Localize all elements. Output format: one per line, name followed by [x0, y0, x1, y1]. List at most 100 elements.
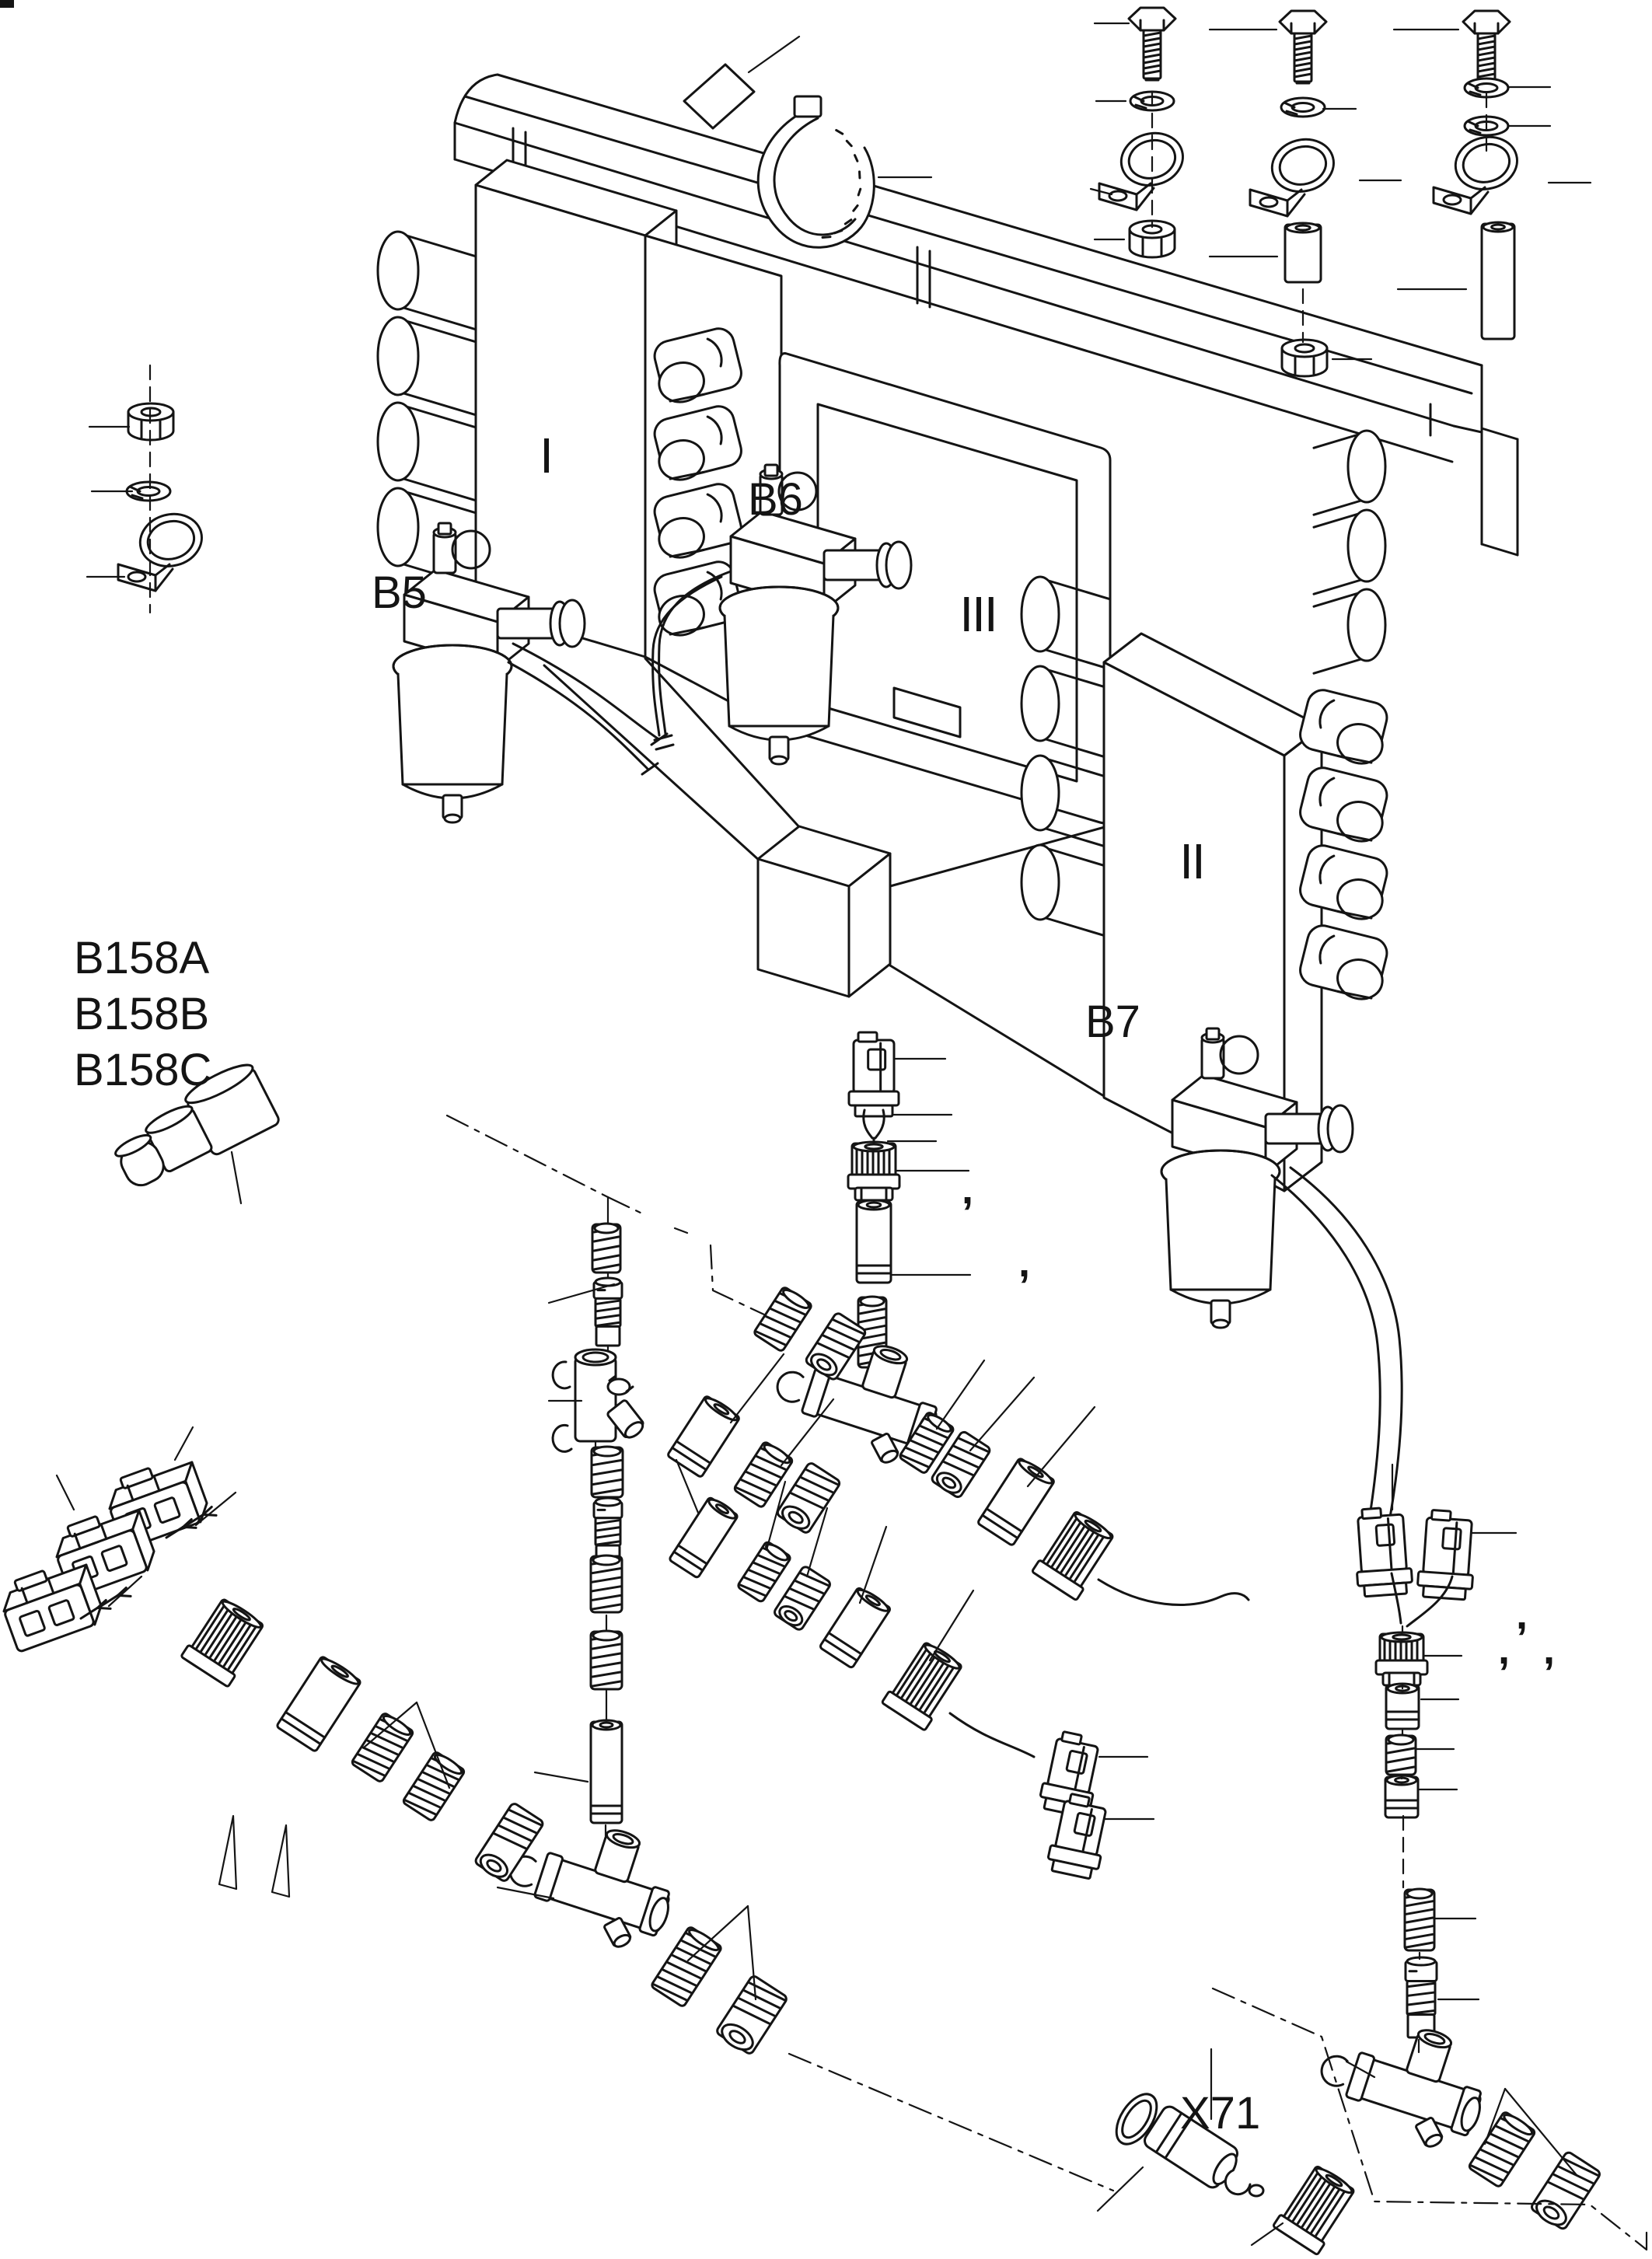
chain-axis [1400, 1625, 1421, 2054]
block-ii-top-cylinder [1312, 429, 1387, 516]
p-clip-clamp-ring [1454, 135, 1518, 190]
comma-mark: , [1543, 1626, 1555, 1673]
wire-terminal [185, 1505, 218, 1527]
block-ii-top-cylinders [1312, 429, 1387, 675]
threaded-union [474, 1803, 544, 1882]
port-boss [1299, 924, 1388, 1000]
coupling-sleeve [589, 1719, 623, 1824]
marker-plate [683, 63, 756, 130]
corner-mark [0, 0, 14, 8]
tee-coupling-stub [871, 1432, 899, 1464]
valve-core-fitting [1404, 1956, 1438, 2039]
port-boss [1299, 844, 1388, 920]
tee-coupling-stub [603, 1916, 632, 1948]
protective-spring-coil [591, 1222, 622, 1274]
spacer-sleeve [1284, 222, 1322, 284]
coupling-sleeve [819, 1587, 891, 1669]
tee-coupling [508, 1829, 670, 1948]
p-clip-clamp [1249, 138, 1335, 218]
block-i-cylinder [376, 401, 484, 504]
block-ii-left-cylinder [1020, 754, 1112, 850]
cable-tie [756, 95, 875, 249]
protective-spring-coil [589, 1629, 623, 1691]
relay-connector-housing [1047, 1793, 1107, 1880]
relay-connector-housing [847, 1031, 900, 1118]
label-block-i: I [540, 428, 552, 484]
label-sensor-b7: B7 [1085, 997, 1140, 1047]
coupling-sleeve [669, 1496, 739, 1579]
two-pin-connector-housing [2, 1563, 103, 1653]
temperature-sender-b158 [114, 1063, 280, 1187]
lock-washer [1280, 96, 1326, 118]
block-i-cylinder [376, 316, 484, 418]
protective-spring-coil [1403, 1887, 1436, 1952]
chain-line-border [445, 1114, 1648, 2251]
hex-bolt [1278, 9, 1328, 85]
protective-spring-coil [753, 1287, 812, 1352]
connector-wire [1390, 1572, 1454, 1628]
leader-bracket [362, 1701, 451, 1789]
pressure-sender-b7 [1160, 1027, 1403, 1524]
lock-washer [125, 480, 172, 502]
leader-arrow [218, 1814, 291, 1898]
protective-spring-coil [899, 1412, 955, 1474]
tee-coupling-side-port [606, 1399, 644, 1439]
block-ii-left-cylinder [1020, 665, 1112, 760]
port-boss [653, 483, 742, 559]
label-block-ii: II [1179, 833, 1204, 889]
port-boss [1299, 689, 1388, 765]
protective-spring-coil [402, 1751, 466, 1821]
label-sensor-b158b: B158B [74, 989, 209, 1039]
coupling-sleeve [276, 1656, 361, 1752]
coupling-sleeve [977, 1458, 1055, 1546]
hex-nut [1280, 338, 1329, 378]
knurled-union-nut [1031, 1510, 1114, 1601]
connector-wire [948, 1712, 1036, 1758]
bulkhead-connector-x71 [1115, 2093, 1265, 2198]
lock-washer [1463, 77, 1510, 99]
b158-tip [114, 1133, 165, 1187]
knurled-union-nut [1272, 2165, 1355, 2256]
pressure-sender-b6 [651, 463, 913, 766]
threaded-union [931, 1430, 991, 1499]
wire-terminal [79, 1598, 112, 1620]
hex-bolt [1462, 9, 1511, 85]
label-sensor-b158c: B158C [74, 1045, 211, 1095]
valve-core-fitting [592, 1496, 623, 1566]
b158-body [184, 1063, 280, 1156]
block-ii-top-cylinder [1312, 588, 1387, 675]
wire-terminal [165, 1517, 197, 1539]
p-clip-clamp [117, 512, 203, 592]
coupling-sleeve [667, 1395, 740, 1478]
coupling-sleeve [1385, 1682, 1420, 1730]
label-sensor-b5: B5 [372, 567, 427, 618]
b158-mid [145, 1105, 213, 1173]
leader-lines [55, 22, 1592, 2247]
block-ii-left-cylinders [1020, 575, 1112, 939]
tee-coupling-stub [1415, 2116, 1444, 2148]
relay-connector-housing [1356, 1507, 1413, 1598]
threaded-union [716, 1975, 788, 2055]
protective-spring-coil [1468, 2111, 1536, 2187]
protective-spring-coil [589, 1554, 623, 1614]
block-ii-top-cylinder [1312, 508, 1387, 595]
pressure-sender-b5 [392, 522, 669, 824]
coupling-sleeve [855, 1199, 892, 1284]
coupling-sleeve [1384, 1774, 1420, 1819]
axis-dash [148, 90, 1488, 1889]
tee-coupling [551, 1348, 644, 1453]
protective-spring-coil [590, 1445, 624, 1499]
knurled-union-nut [180, 1598, 264, 1688]
hex-nut [1128, 219, 1176, 259]
connector-wire [1097, 1578, 1250, 1606]
block-ii-left-cylinder [1020, 575, 1112, 671]
valve-core-fitting [592, 1276, 623, 1347]
x71-body [1144, 2105, 1238, 2189]
comma-mark: , [1018, 1239, 1030, 1286]
protective-spring-coil [737, 1541, 791, 1603]
port-boss [1299, 766, 1388, 843]
comma-mark: , [1498, 1626, 1510, 1673]
x71-flange [1115, 2093, 1158, 2146]
right-end-bracket [1480, 427, 1519, 557]
